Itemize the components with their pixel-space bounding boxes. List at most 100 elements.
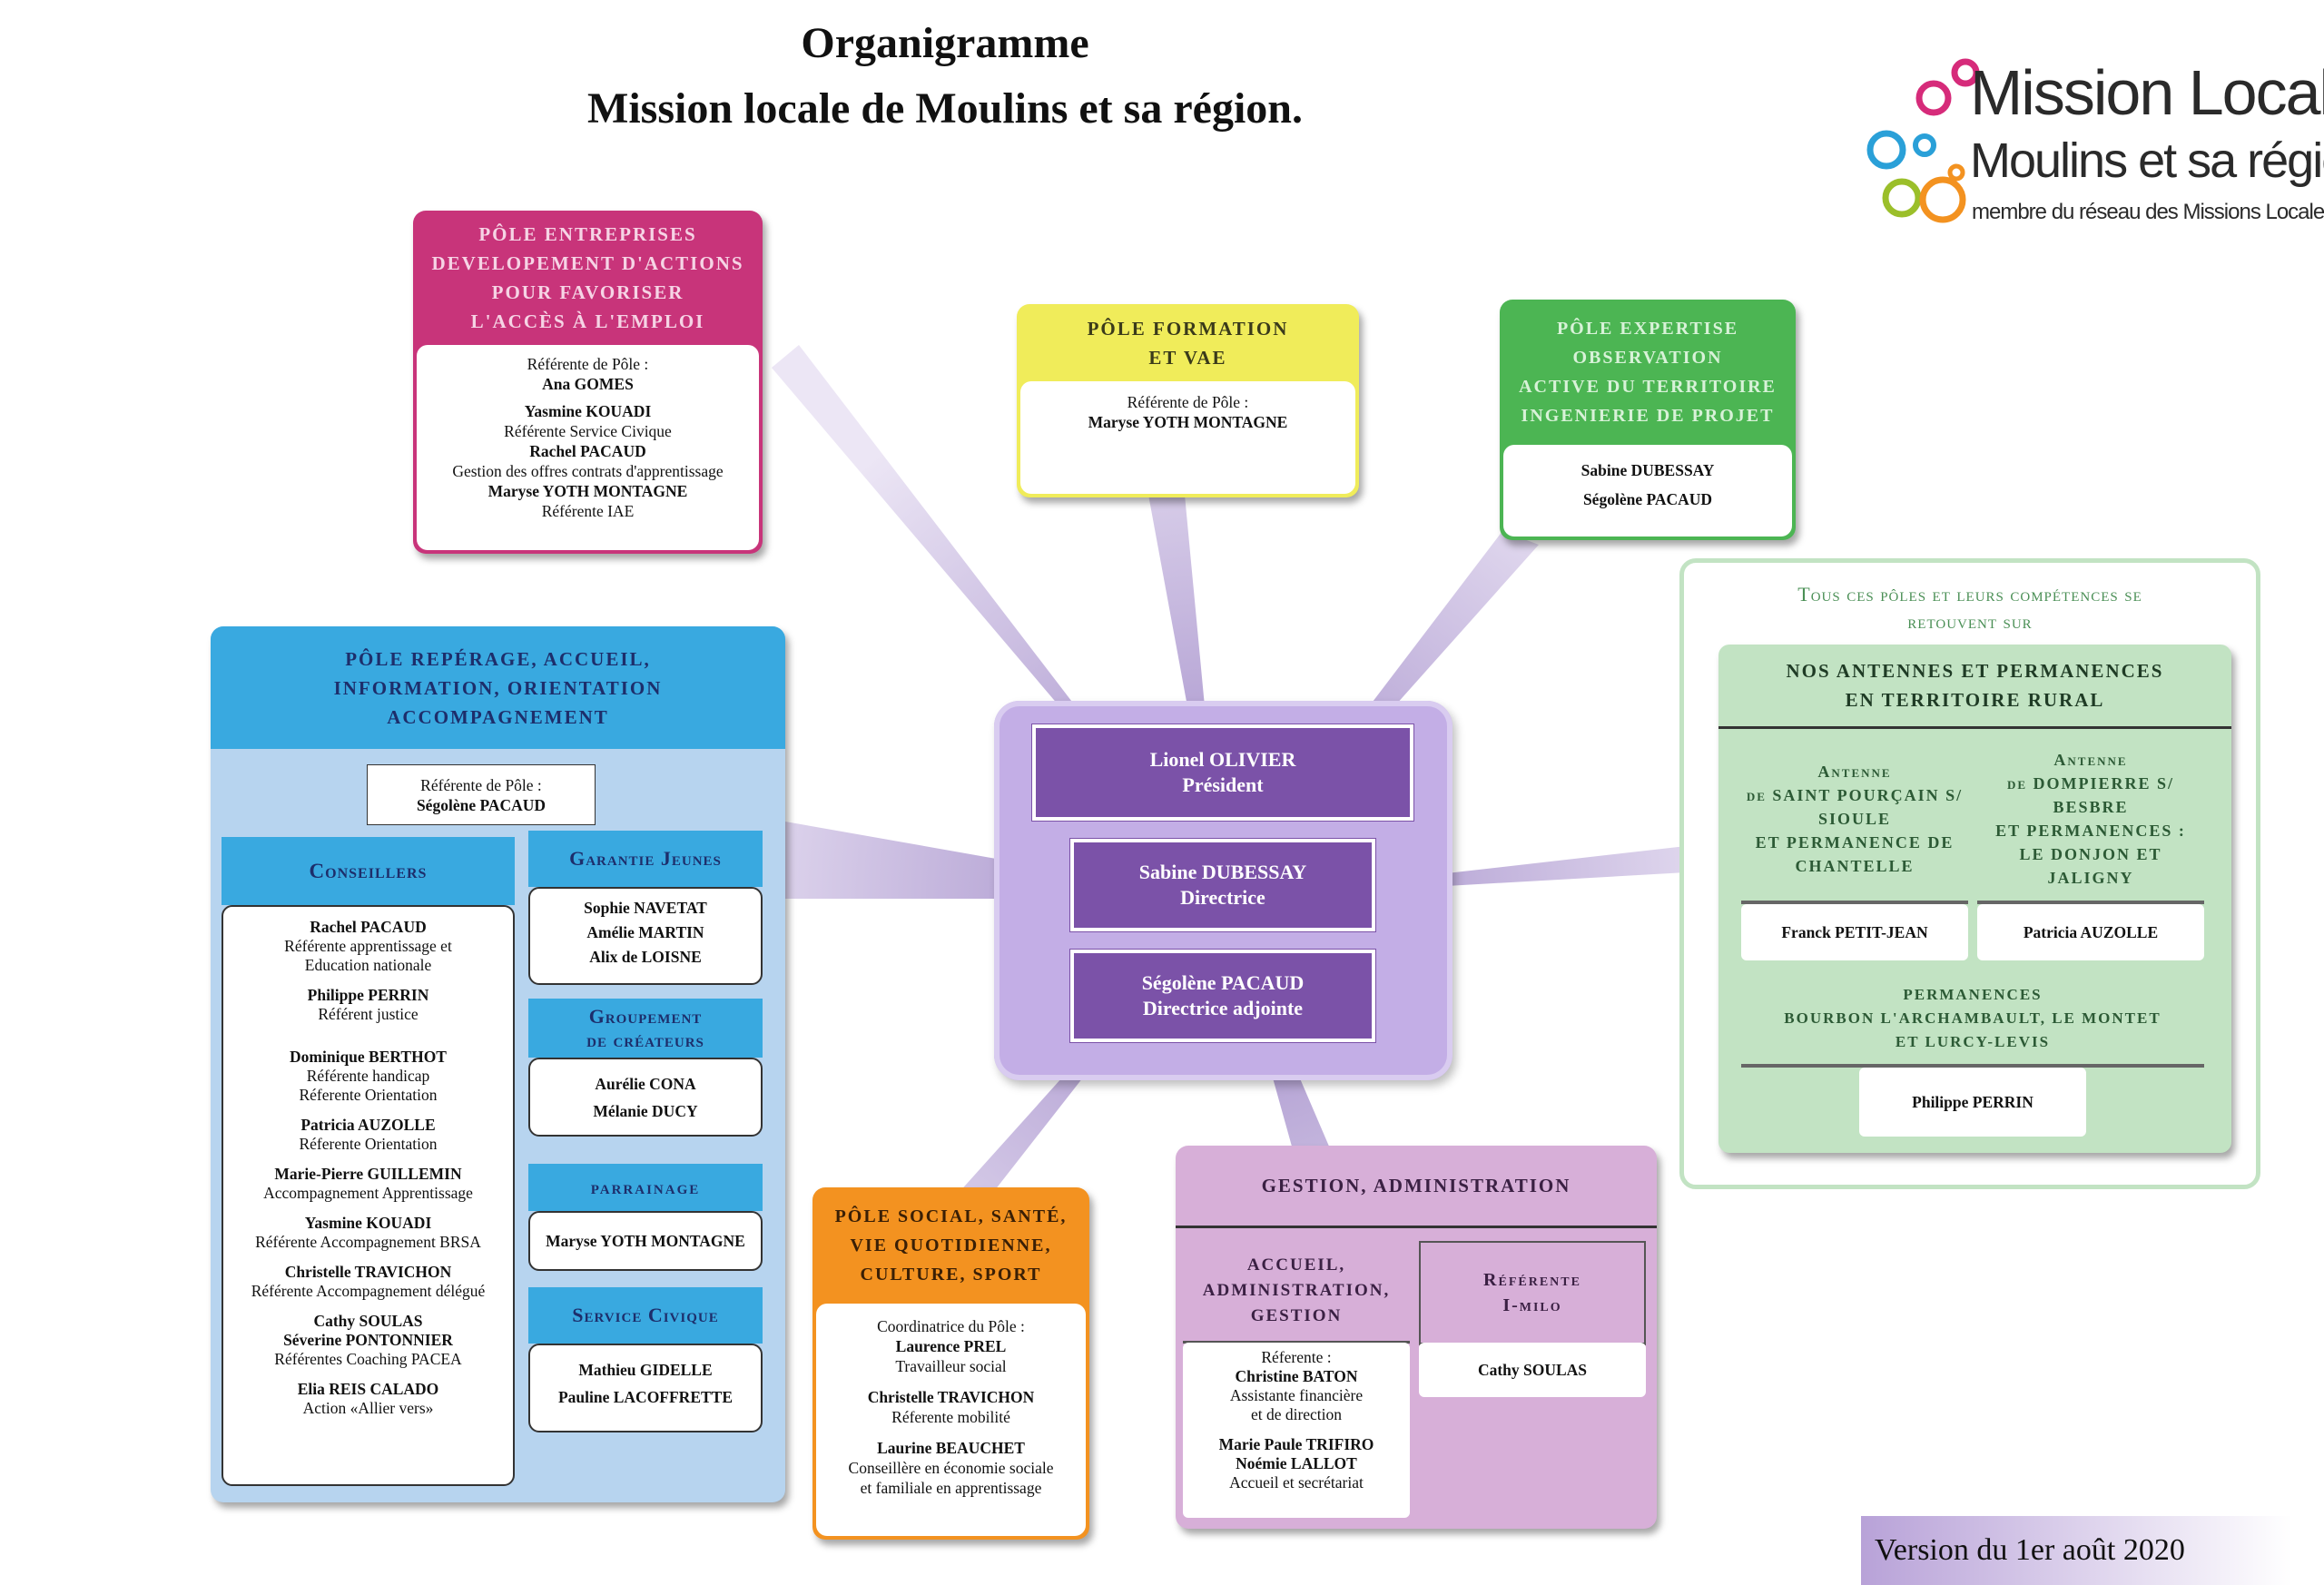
conseillers-section: Conseillers Rachel PACAUD Référente appr…: [222, 837, 515, 1486]
person-name: Cathy SOULAS: [313, 1312, 423, 1330]
imilo-body: Cathy SOULAS: [1419, 1343, 1646, 1397]
conseillers-body: Rachel PACAUD Référente apprentissage et…: [222, 905, 515, 1486]
service-civique-body: Mathieu GIDELLE Pauline LACOFFRETTE: [528, 1344, 763, 1432]
header-line: Antenne: [2053, 751, 2128, 769]
header-line: EN TERRITOIRE RURAL: [1845, 689, 2105, 711]
person-name: Pauline LACOFFRETTE: [557, 1388, 734, 1406]
ref-label: Coordinatrice du Pôle :: [877, 1317, 1025, 1335]
conseillers-header: Conseillers: [222, 837, 515, 905]
ref-label: Référente de Pôle :: [527, 355, 649, 373]
ref-label: Réferente :: [1261, 1348, 1332, 1366]
person-name: Alix de LOISNE: [589, 948, 702, 966]
header-line: ET PERMANENCE DE: [1755, 833, 1955, 852]
deputy-name: Ségolène PACAUD: [1141, 971, 1305, 994]
person-name: Sophie NAVETAT: [584, 899, 707, 917]
permanences-section: PERMANENCES BOURBON L'ARCHAMBAULT, LE MO…: [1741, 973, 2204, 1137]
president-box: Lionel OLIVIER Président: [1032, 724, 1413, 821]
header-line: PÔLE ENTREPRISES: [478, 223, 697, 245]
header-line: INGENIERIE DE PROJET: [1521, 406, 1775, 426]
header-line: ET LURCY-LEVIS: [1895, 1033, 2051, 1050]
person-role: et de direction: [1250, 1405, 1343, 1423]
mission-locale-logo: Mission Locale Moulins et sa région memb…: [1852, 45, 2324, 245]
person-role: Référente apprentissage et: [284, 937, 452, 955]
header-line: OBSERVATION: [1572, 348, 1723, 368]
header-line: Antenne: [1817, 763, 1892, 781]
person-name: Marie Paule TRIFIRO: [1218, 1435, 1374, 1453]
antenne-saint-pourcain-header: Antenne de SAINT POURÇAIN S/ SIOULE ET P…: [1741, 737, 1968, 904]
logo-rings-icon: [1866, 58, 1980, 223]
header-line: I-milo: [1502, 1295, 1562, 1315]
person-role: Action «Allier vers»: [302, 1399, 434, 1417]
header-line: DEVELOPEMENT D'ACTIONS: [431, 252, 744, 274]
pole-expertise-body: Sabine DUBESSAY Ségolène PACAUD: [1503, 445, 1792, 537]
president-role: Président: [1182, 773, 1264, 796]
antenne-dompierre: Antenne de DOMPIERRE S/ BESBRE ET PERMAN…: [1977, 737, 2204, 964]
pole-expertise-header: PÔLE EXPERTISE OBSERVATION ACTIVE DU TER…: [1500, 300, 1796, 445]
service-civique-section: Service Civique Mathieu GIDELLE Pauline …: [528, 1287, 763, 1432]
person-role: Référentes Coaching PACEA: [274, 1350, 462, 1368]
person-name: Laurence PREL: [895, 1337, 1007, 1355]
header-line: BESBRE: [2053, 798, 2129, 816]
header-line: LE DONJON ET JALIGNY: [2019, 845, 2162, 887]
logo-subname: Moulins et sa région: [1970, 133, 2324, 188]
header-line: PÔLE SOCIAL, SANTÉ,: [834, 1206, 1068, 1226]
pole-formation-header: PÔLE FORMATION ET VAE: [1017, 304, 1359, 381]
person-role: Travailleur social: [895, 1357, 1007, 1375]
person-name: Mathieu GIDELLE: [578, 1361, 713, 1379]
pole-entreprises-card: PÔLE ENTREPRISES DEVELOPEMENT D'ACTIONS …: [413, 211, 763, 554]
person-name: Philippe PERRIN: [307, 986, 429, 1004]
header-line: de SAINT POURÇAIN S/: [1746, 786, 1964, 804]
header-line: ACCOMPAGNEMENT: [387, 705, 609, 728]
pole-social-body: Coordinatrice du Pôle : Laurence PREL Tr…: [816, 1304, 1086, 1536]
page-title: Organigramme: [801, 19, 1089, 67]
pole-entreprises-header: PÔLE ENTREPRISES DEVELOPEMENT D'ACTIONS …: [413, 211, 763, 345]
person-role: Référente Accompagnement BRSA: [255, 1233, 481, 1251]
person-name: Dominique BERTHOT: [290, 1048, 447, 1066]
person-role: Référente Service Civique: [504, 422, 672, 440]
direction-card: Lionel OLIVIER Président Sabine DUBESSAY…: [994, 701, 1452, 1080]
ref-label: Référente de Pôle :: [420, 775, 542, 794]
person-role: Référente handicap: [306, 1067, 430, 1085]
person-name: Christine BATON: [1235, 1367, 1358, 1385]
header-line: BOURBON L'ARCHAMBAULT, LE MONTET: [1784, 1009, 2162, 1027]
pole-social-card: PÔLE SOCIAL, SANTÉ, VIE QUOTIDIENNE, CUL…: [812, 1187, 1089, 1540]
person-name: Rachel PACAUD: [529, 442, 646, 460]
imilo-header: Référente I-milo: [1419, 1241, 1646, 1345]
person-name: Noémie LALLOT: [1236, 1454, 1357, 1472]
accueil-header: ACCUEIL, ADMINISTRATION, GESTION: [1183, 1241, 1410, 1344]
header-line: VIE QUOTIDIENNE,: [850, 1236, 1052, 1255]
person-name: Patricia AUZOLLE: [300, 1116, 436, 1134]
garantie-jeunes-section: Garantie Jeunes Sophie NAVETAT Amélie MA…: [528, 831, 763, 985]
parrainage-section: parrainage Maryse YOTH MONTAGNE: [528, 1164, 763, 1271]
header-line: ACCUEIL,: [1246, 1255, 1346, 1275]
pole-reperage-ref-box: Référente de Pôle : Ségolène PACAUD: [367, 764, 596, 825]
antenne-dompierre-header: Antenne de DOMPIERRE S/ BESBRE ET PERMAN…: [1977, 737, 2204, 904]
ref-label: Référente de Pôle :: [1127, 393, 1249, 411]
person-role: Référente Accompagnement délégué: [251, 1282, 486, 1300]
header-line: PÔLE EXPERTISE: [1556, 319, 1739, 339]
imilo-section: Référente I-milo Cathy SOULAS: [1419, 1241, 1646, 1397]
pole-formation-card: PÔLE FORMATION ET VAE Référente de Pôle …: [1017, 304, 1359, 497]
header-line: POUR FAVORISER: [491, 281, 684, 303]
header-line: de créateurs: [586, 1028, 704, 1051]
person-name: Elia REIS CALADO: [297, 1380, 439, 1398]
person-role: Réferente Orientation: [299, 1086, 438, 1104]
person-name: Aurélie CONA: [595, 1075, 696, 1093]
header-line: INFORMATION, ORIENTATION: [333, 676, 663, 699]
header-line: ET VAE: [1148, 346, 1227, 369]
groupement-header: Groupement de créateurs: [528, 999, 763, 1058]
antennes-header: NOS ANTENNES ET PERMANENCES EN TERRITOIR…: [1718, 645, 2231, 729]
pole-reperage-card: PÔLE REPÉRAGE, ACCUEIL, INFORMATION, ORI…: [211, 626, 785, 1502]
pole-formation-body: Référente de Pôle : Maryse YOTH MONTAGNE: [1020, 381, 1355, 494]
person-name: Maryse YOTH MONTAGNE: [487, 482, 688, 500]
person-name: Yasmine KOUADI: [524, 402, 652, 420]
gestion-header: GESTION, ADMINISTRATION: [1176, 1146, 1657, 1228]
intro-line: Tous ces pôles et leurs compétences se: [1797, 583, 2142, 605]
person-name: Ségolène PACAUD: [416, 795, 547, 814]
header-line: L'ACCÈS À L'EMPLOI: [470, 310, 705, 332]
garantie-jeunes-header: Garantie Jeunes: [528, 831, 763, 887]
antenne-saint-pourcain: Antenne de SAINT POURÇAIN S/ SIOULE ET P…: [1741, 737, 1968, 964]
director-box: Sabine DUBESSAY Directrice: [1070, 839, 1375, 931]
person-role: Accompagnement Apprentissage: [263, 1184, 473, 1202]
deputy-role: Directrice adjointe: [1142, 997, 1304, 1019]
